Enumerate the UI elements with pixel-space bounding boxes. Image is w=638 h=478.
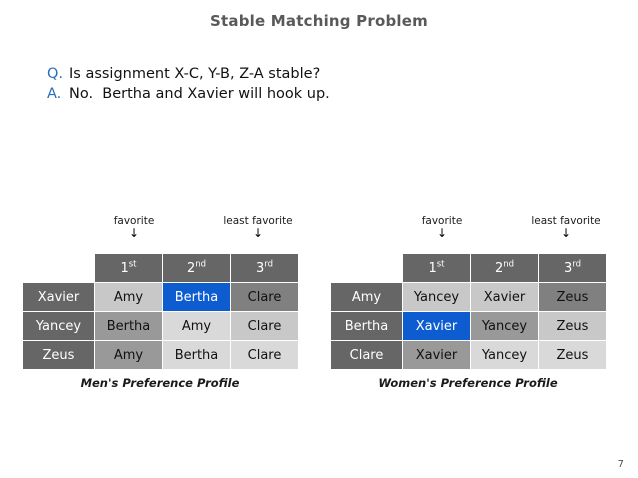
womens-rank-header-2: 2nd: [470, 253, 539, 283]
womens-rank-header-1: 1st: [402, 253, 471, 283]
rank-number: 1: [120, 260, 129, 276]
womens-preference-table-block: favorite ↓ least favorite ↓ 1st 2nd 3rd: [330, 215, 607, 390]
answer-tag: A.: [47, 86, 62, 102]
mens-axis-labels: favorite ↓ least favorite ↓: [22, 215, 298, 253]
womens-row-label-bertha: Bertha: [330, 311, 403, 341]
down-arrow-icon: ↓: [128, 226, 140, 240]
womens-row-label-amy: Amy: [330, 282, 403, 312]
rank-suffix: nd: [195, 259, 207, 270]
least-favorite-text: least favorite: [531, 215, 601, 227]
womens-cell-clare-1: Xavier: [402, 340, 471, 370]
mens-rank-header-2: 2nd: [162, 253, 231, 283]
womens-table-corner: [330, 253, 403, 283]
mens-row-label-yancey: Yancey: [22, 311, 95, 341]
mens-cell-xavier-3: Clare: [230, 282, 299, 312]
mens-row-label-zeus: Zeus: [22, 340, 95, 370]
question-text: Is assignment X-C, Y-B, Z-A stable?: [69, 66, 321, 82]
rank-number: 1: [428, 260, 437, 276]
womens-cell-bertha-2: Yancey: [470, 311, 539, 341]
mens-cell-yancey-3: Clare: [230, 311, 299, 341]
mens-cell-xavier-1: Amy: [94, 282, 163, 312]
womens-cell-bertha-3: Zeus: [538, 311, 607, 341]
table-row: Clare Xavier Yancey Zeus: [330, 340, 607, 370]
mens-row-label-xavier: Xavier: [22, 282, 95, 312]
down-arrow-icon: ↓: [252, 226, 264, 240]
mens-cell-yancey-2: Amy: [162, 311, 231, 341]
womens-axis-labels: favorite ↓ least favorite ↓: [330, 215, 606, 253]
question-line: Q. Is assignment X-C, Y-B, Z-A stable?: [47, 66, 567, 82]
mens-rank-header-1: 1st: [94, 253, 163, 283]
mens-favorite-label: favorite ↓: [96, 215, 172, 239]
rank-number: 2: [494, 260, 504, 276]
mens-preference-table-block: favorite ↓ least favorite ↓ 1st 2nd 3rd: [22, 215, 299, 390]
table-header-row: 1st 2nd 3rd: [22, 253, 299, 283]
mens-cell-zeus-1: Amy: [94, 340, 163, 370]
down-arrow-icon: ↓: [560, 226, 572, 240]
mens-least-favorite-label: least favorite ↓: [218, 215, 298, 239]
page-number: 7: [617, 459, 624, 470]
womens-favorite-label: favorite ↓: [404, 215, 480, 239]
rank-number: 3: [255, 260, 265, 276]
answer-text: No. Bertha and Xavier will hook up.: [69, 86, 330, 102]
womens-cell-clare-2: Yancey: [470, 340, 539, 370]
womens-least-favorite-label: least favorite ↓: [526, 215, 606, 239]
womens-table-caption: Women's Preference Profile: [378, 376, 558, 390]
mens-table-caption: Men's Preference Profile: [80, 376, 240, 390]
down-arrow-icon: ↓: [436, 226, 448, 240]
table-row: Bertha Xavier Yancey Zeus: [330, 311, 607, 341]
least-favorite-text: least favorite: [223, 215, 293, 227]
mens-rank-header-3: 3rd: [230, 253, 299, 283]
rank-number: 3: [563, 260, 573, 276]
rank-suffix: nd: [503, 259, 515, 270]
rank-number: 2: [186, 260, 196, 276]
table-row: Xavier Amy Bertha Clare: [22, 282, 299, 312]
mens-cell-xavier-2-highlighted: Bertha: [162, 282, 231, 312]
womens-cell-amy-1: Yancey: [402, 282, 471, 312]
womens-row-label-clare: Clare: [330, 340, 403, 370]
table-header-row: 1st 2nd 3rd: [330, 253, 607, 283]
mens-cell-zeus-3: Clare: [230, 340, 299, 370]
answer-line: A. No. Bertha and Xavier will hook up.: [47, 86, 567, 102]
mens-table-corner: [22, 253, 95, 283]
womens-preference-table: 1st 2nd 3rd Amy Yancey Xavier Zeus Berth…: [330, 253, 607, 370]
table-row: Zeus Amy Bertha Clare: [22, 340, 299, 370]
rank-suffix: st: [128, 259, 137, 270]
womens-cell-amy-2: Xavier: [470, 282, 539, 312]
mens-preference-table: 1st 2nd 3rd Xavier Amy Bertha Clare Yanc…: [22, 253, 299, 370]
womens-cell-bertha-1-highlighted: Xavier: [402, 311, 471, 341]
favorite-text: favorite: [421, 215, 463, 227]
rank-suffix: rd: [264, 259, 274, 270]
rank-suffix: st: [436, 259, 445, 270]
page-title: Stable Matching Problem: [210, 12, 428, 30]
womens-cell-amy-3: Zeus: [538, 282, 607, 312]
question-answer-block: Q. Is assignment X-C, Y-B, Z-A stable? A…: [47, 66, 567, 106]
table-row: Yancey Bertha Amy Clare: [22, 311, 299, 341]
mens-cell-yancey-1: Bertha: [94, 311, 163, 341]
favorite-text: favorite: [113, 215, 155, 227]
womens-rank-header-3: 3rd: [538, 253, 607, 283]
rank-suffix: rd: [572, 259, 582, 270]
mens-cell-zeus-2: Bertha: [162, 340, 231, 370]
womens-cell-clare-3: Zeus: [538, 340, 607, 370]
question-tag: Q.: [47, 66, 64, 82]
table-row: Amy Yancey Xavier Zeus: [330, 282, 607, 312]
